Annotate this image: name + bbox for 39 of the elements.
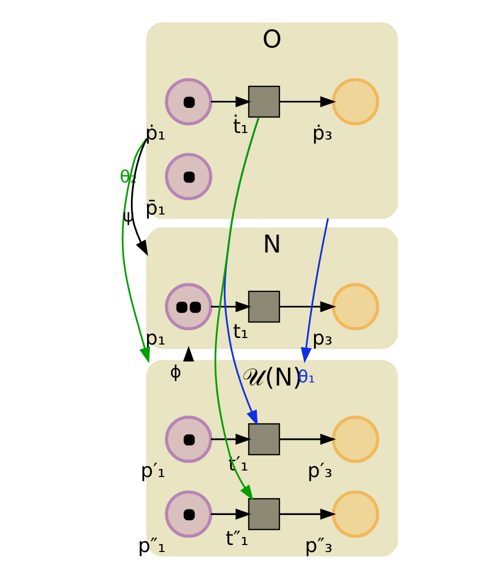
node-label: p̄₁ — [145, 196, 166, 220]
node-circle — [164, 78, 212, 126]
node-label: ṗ₃ — [312, 122, 333, 145]
node-label: p′₃ — [308, 459, 332, 482]
arrow — [280, 508, 336, 520]
node-label: t₁ — [232, 320, 249, 343]
arrow — [280, 96, 336, 108]
node-box — [248, 423, 280, 456]
node-circle — [332, 78, 380, 126]
node-circle — [164, 283, 212, 330]
arrow — [300, 218, 329, 364]
node-box — [248, 290, 280, 323]
node-circle — [332, 283, 380, 330]
node-label: p₁ — [145, 326, 166, 350]
node-box — [248, 86, 280, 118]
edge-label: ϕ — [170, 362, 182, 383]
arrow — [214, 116, 260, 501]
node-label: p″₃ — [304, 534, 333, 557]
node-circle — [164, 416, 212, 463]
node-label: p″₁ — [138, 534, 166, 557]
node-circle — [164, 490, 212, 538]
node-box — [248, 498, 280, 530]
arrow — [122, 138, 150, 364]
arrow — [210, 301, 252, 312]
node-label: ṫ₁ — [232, 114, 249, 138]
arrow — [131, 138, 148, 256]
node-circle — [332, 416, 380, 463]
arrow — [280, 434, 336, 445]
arrow — [210, 508, 252, 520]
arrow — [183, 346, 194, 362]
node-circle — [332, 490, 380, 538]
arrow — [210, 96, 252, 108]
node-label: ṗ₁ — [145, 122, 166, 145]
arrow — [280, 301, 336, 312]
node-circle — [164, 152, 212, 200]
arrow — [210, 434, 252, 445]
node-label: p′₁ — [140, 459, 166, 482]
node-label: p₃ — [312, 326, 333, 350]
node-label: t″₁ — [226, 527, 249, 550]
